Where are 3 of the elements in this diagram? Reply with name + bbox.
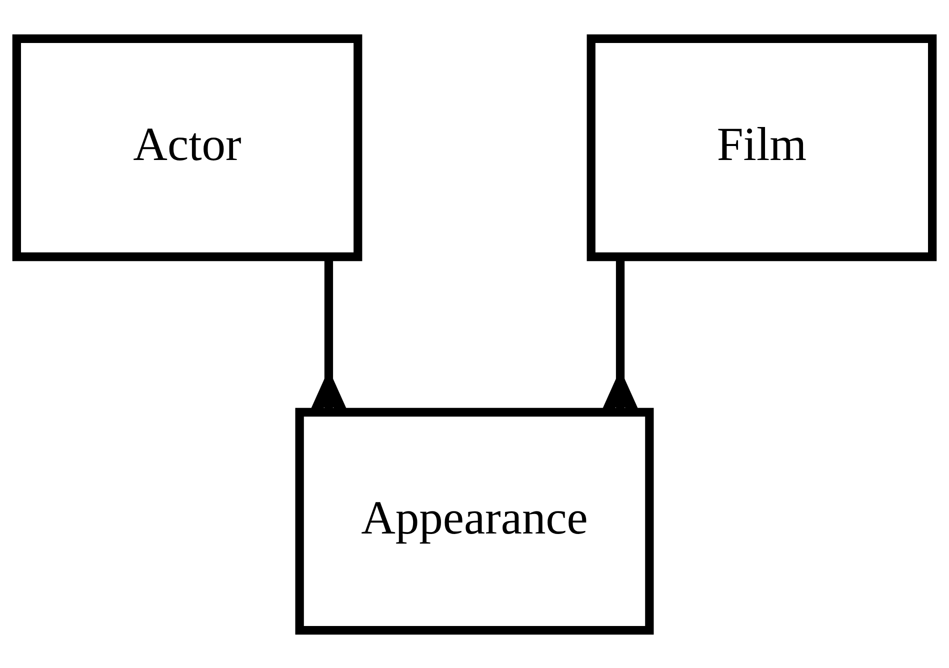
node-box: Actor bbox=[12, 34, 362, 261]
node-box: Film bbox=[586, 34, 937, 261]
node-box: Appearance bbox=[295, 407, 654, 634]
